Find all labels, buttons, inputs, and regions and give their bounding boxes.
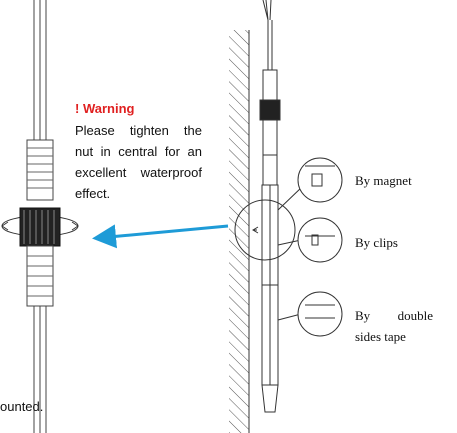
wall-hatching [229, 30, 250, 433]
method-label-tape-part: double [397, 308, 433, 323]
warning-line: nut in central for an [75, 144, 202, 159]
method-label-tape-part: By [355, 308, 371, 323]
method-label-tape-part: sides tape [355, 329, 406, 344]
method-label-clips: By clips [355, 235, 398, 250]
method-label-magnet: By magnet [355, 173, 412, 188]
warning-line: effect. [75, 186, 111, 201]
warning-text: Please tighten the nut in central for an… [75, 120, 202, 204]
warning-line: excellent waterproof [75, 165, 202, 180]
connector-detail [1, 0, 79, 433]
footer-text: ounted. [0, 399, 44, 414]
pointer-arrow [92, 224, 229, 249]
light-bar [234, 0, 296, 413]
detail-circles [277, 157, 343, 337]
warning-line: Please tighten the [75, 123, 202, 138]
warning-title: ! Warning [75, 101, 135, 116]
method-label-tape: By double sides tape [355, 305, 433, 347]
